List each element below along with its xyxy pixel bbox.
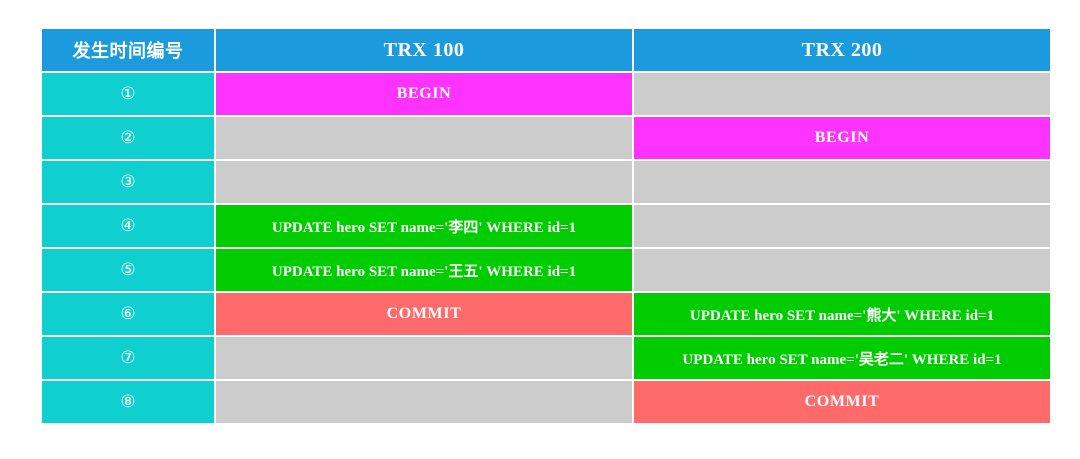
table-row: ⑦ UPDATE hero SET name='吴老二' WHERE id=1 xyxy=(42,337,1050,379)
cell-text: COMMIT xyxy=(386,305,462,322)
cell-trx-100-begin: BEGIN xyxy=(216,73,632,115)
cell-text: BEGIN xyxy=(814,129,870,146)
table-header: 发生时间编号 TRX 100 TRX 200 xyxy=(42,29,1050,71)
cell-trx-200-empty xyxy=(634,73,1050,115)
sequence-cell: ⑦ xyxy=(42,337,214,379)
cell-trx-100-update: UPDATE hero SET name='王五' WHERE id=1 xyxy=(216,249,632,291)
sequence-cell: ④ xyxy=(42,205,214,247)
cell-trx-200-empty xyxy=(634,161,1050,203)
cell-trx-100-empty xyxy=(216,161,632,203)
table-row: ② BEGIN xyxy=(42,117,1050,159)
cell-trx-200-empty xyxy=(634,249,1050,291)
table-row: ⑧ COMMIT xyxy=(42,381,1050,423)
table-row: ⑤ UPDATE hero SET name='王五' WHERE id=1 xyxy=(42,249,1050,291)
cell-trx-100-empty xyxy=(216,117,632,159)
table-row: ⑥ COMMIT UPDATE hero SET name='熊大' WHERE i… xyxy=(42,293,1050,335)
cell-trx-100-empty xyxy=(216,337,632,379)
cell-trx-200-begin: BEGIN xyxy=(634,117,1050,159)
table-row: ④ UPDATE hero SET name='李四' WHERE id=1 xyxy=(42,205,1050,247)
sequence-cell: ③ xyxy=(42,161,214,203)
sequence-cell: ⑧ xyxy=(42,381,214,423)
cell-trx-200-commit: COMMIT xyxy=(634,381,1050,423)
cell-text: UPDATE hero SET name='吴老二' WHERE id=1 xyxy=(682,351,1002,368)
table-row: ③ xyxy=(42,161,1050,203)
sequence-cell: ⑥ xyxy=(42,293,214,335)
column-header-trx-200: TRX 200 xyxy=(634,29,1050,71)
cell-text: UPDATE hero SET name='王五' WHERE id=1 xyxy=(271,263,577,280)
table-row: ① BEGIN xyxy=(42,73,1050,115)
cell-trx-200-empty xyxy=(634,205,1050,247)
column-header-trx-100: TRX 100 xyxy=(216,29,632,71)
cell-trx-100-commit: COMMIT xyxy=(216,293,632,335)
cell-trx-200-update: UPDATE hero SET name='熊大' WHERE id=1 xyxy=(634,293,1050,335)
sequence-cell: ⑤ xyxy=(42,249,214,291)
cell-text: BEGIN xyxy=(396,85,452,102)
cell-trx-100-empty xyxy=(216,381,632,423)
cell-text: UPDATE hero SET name='李四' WHERE id=1 xyxy=(271,219,577,236)
sequence-cell: ② xyxy=(42,117,214,159)
cell-trx-100-update: UPDATE hero SET name='李四' WHERE id=1 xyxy=(216,205,632,247)
sequence-cell: ① xyxy=(42,73,214,115)
cell-trx-200-update: UPDATE hero SET name='吴老二' WHERE id=1 xyxy=(634,337,1050,379)
cell-text: UPDATE hero SET name='熊大' WHERE id=1 xyxy=(689,307,995,324)
header-row: 发生时间编号 TRX 100 TRX 200 xyxy=(42,29,1050,71)
column-header-sequence: 发生时间编号 xyxy=(42,29,214,71)
cell-text: COMMIT xyxy=(804,393,880,410)
